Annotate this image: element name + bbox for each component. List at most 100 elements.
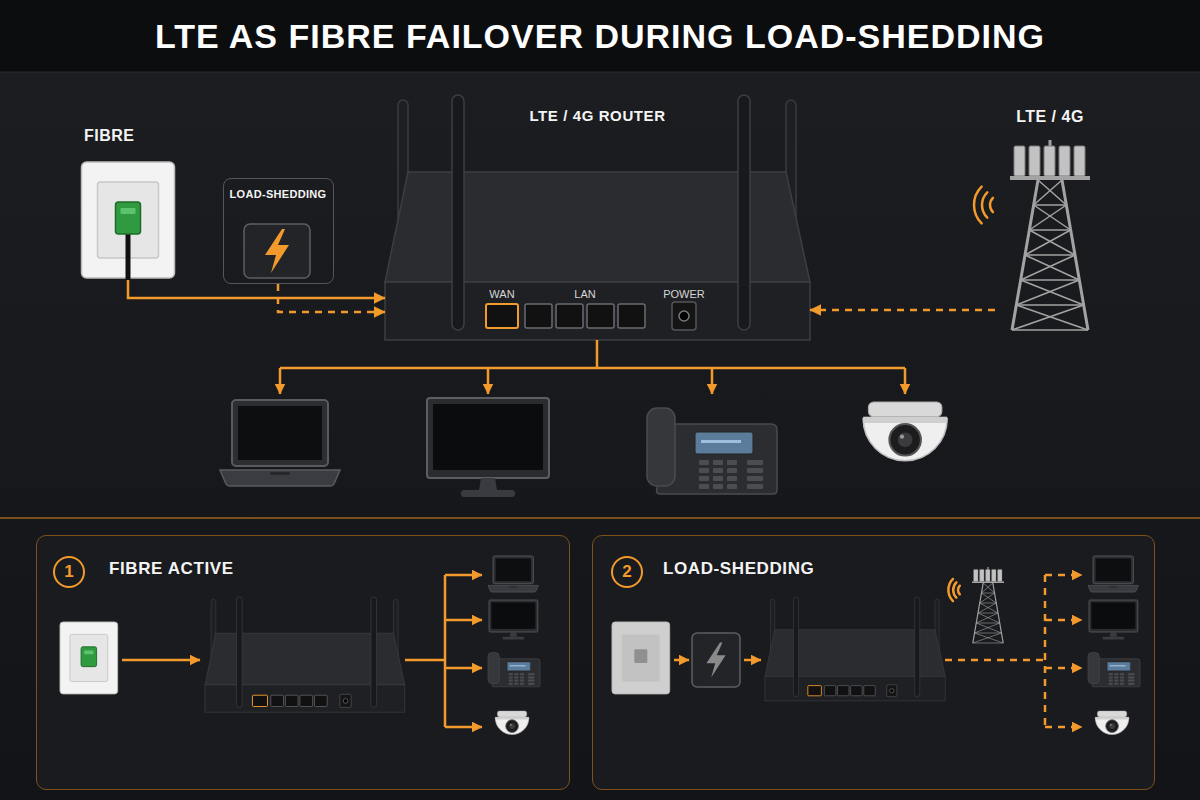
connector xyxy=(128,280,385,298)
panel-fill xyxy=(592,535,1155,790)
antenna xyxy=(452,95,464,330)
monitor-icon xyxy=(1089,600,1138,640)
lan-port xyxy=(556,304,583,328)
connector xyxy=(278,284,385,312)
monitor-frame xyxy=(1089,600,1138,632)
flow-line xyxy=(1045,667,1082,670)
camera-glint xyxy=(510,724,512,726)
camera-lens xyxy=(1106,720,1119,733)
power-jack xyxy=(340,694,351,707)
tower-brace xyxy=(980,593,995,603)
tower-brace xyxy=(1012,305,1084,330)
tower-brace xyxy=(1016,280,1079,305)
socket-plate xyxy=(612,622,670,694)
section-rule xyxy=(0,517,1200,519)
power-jack xyxy=(672,302,696,330)
phone-screen xyxy=(507,662,530,671)
wall-socket xyxy=(60,622,118,694)
phone-key xyxy=(1114,676,1118,678)
fibre-socket: FIBRE xyxy=(80,124,176,280)
phone-screen xyxy=(1107,662,1130,671)
phone-key xyxy=(1120,676,1124,678)
tower-antenna xyxy=(1029,146,1040,176)
phone-key xyxy=(509,673,513,675)
phone-key xyxy=(747,476,763,481)
flow-line xyxy=(1045,726,1082,729)
port-label: LAN xyxy=(574,288,595,301)
camera-mount xyxy=(497,711,526,717)
tower-antenna xyxy=(1014,146,1025,176)
phone-key xyxy=(1128,680,1134,682)
phone-key xyxy=(520,676,524,678)
wall-socket xyxy=(82,162,175,280)
camera-dome xyxy=(495,718,529,735)
node-heading: LTE / 4G ROUTER xyxy=(529,107,665,125)
wan-port xyxy=(486,304,518,328)
camera-lens-inner xyxy=(898,432,913,447)
fibre-plug xyxy=(81,647,97,667)
camera-icon xyxy=(1095,711,1129,735)
cell-tower-drawing xyxy=(972,567,1004,643)
camera-lens-inner xyxy=(1109,723,1115,729)
scenario-panel: FIBRE ACTIVE1 xyxy=(36,535,570,790)
tower-antenna xyxy=(980,569,984,581)
signal-arc xyxy=(948,579,953,601)
phone-key xyxy=(528,683,534,685)
step-badge: 2 xyxy=(611,556,643,588)
lan-port xyxy=(851,686,862,696)
laptop-base xyxy=(1088,585,1138,592)
phone-handset xyxy=(1088,652,1099,683)
tower-brace xyxy=(976,623,999,624)
tower-brace xyxy=(1021,280,1084,305)
panel-heading: FIBRE ACTIVE xyxy=(109,559,234,579)
phone-key xyxy=(520,683,524,685)
wan-port xyxy=(808,686,822,696)
lan-port xyxy=(300,695,313,706)
tower-brace xyxy=(1029,230,1075,255)
monitor-screen xyxy=(1091,602,1135,628)
phone-key xyxy=(699,484,709,489)
flow-line xyxy=(1045,619,1082,622)
signal-arc xyxy=(958,586,960,594)
tower-brace xyxy=(981,593,994,594)
tower-brace xyxy=(980,603,998,613)
signal-arc xyxy=(982,192,987,217)
phone-screen-line xyxy=(1110,665,1126,666)
lte-router: LTE / 4G ROUTER WAN LAN POWER xyxy=(385,105,810,345)
tower-brace xyxy=(976,623,1001,633)
flow-line xyxy=(445,667,482,670)
lan-port xyxy=(824,686,835,696)
phone-key xyxy=(509,680,513,682)
monitor-screen xyxy=(433,404,543,470)
monitor-base xyxy=(503,637,525,640)
port-label: WAN xyxy=(489,288,514,301)
flow-line xyxy=(596,340,599,368)
monitor-frame xyxy=(427,398,549,478)
lightning-icon xyxy=(265,229,289,273)
phone-key xyxy=(727,468,737,473)
lan-port xyxy=(285,695,298,706)
phone-key xyxy=(520,680,524,682)
laptop-icon xyxy=(488,556,538,592)
phone-key xyxy=(747,484,763,489)
phone-key xyxy=(713,476,723,481)
camera-icon xyxy=(863,402,947,461)
tower-brace xyxy=(1029,205,1066,230)
flow-line xyxy=(1044,575,1047,727)
icon-tile xyxy=(244,224,310,278)
node-heading: LTE / 4G xyxy=(1016,107,1084,126)
lan-port xyxy=(618,304,645,328)
phone-key xyxy=(727,460,737,465)
port-label: POWER xyxy=(663,288,705,301)
phone-key xyxy=(747,460,763,465)
router-drawing xyxy=(765,597,945,701)
lan-port xyxy=(587,304,614,328)
tower-antenna xyxy=(992,569,996,581)
phone-key xyxy=(1109,673,1113,675)
tower-antenna xyxy=(1074,146,1085,176)
tower-brace xyxy=(1025,254,1075,256)
flow-line xyxy=(904,368,907,394)
tower-brace xyxy=(1016,305,1088,330)
